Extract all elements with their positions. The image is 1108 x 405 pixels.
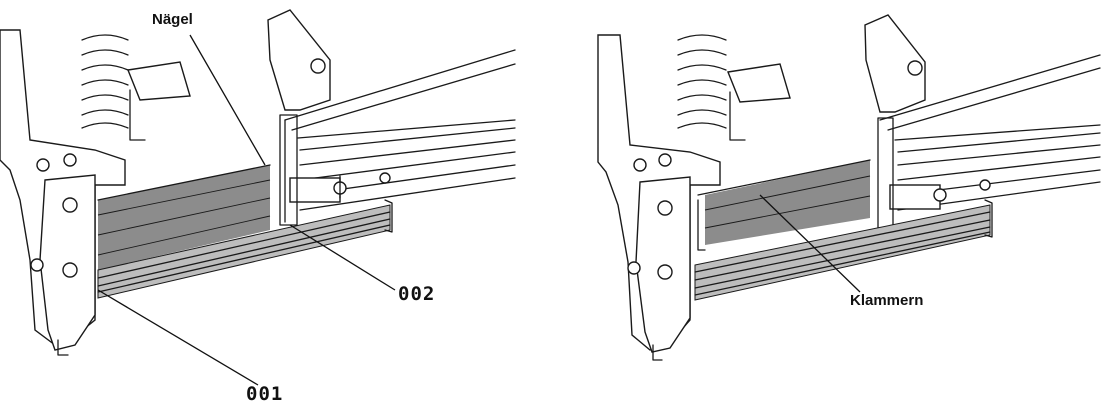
left-nail-strip	[97, 164, 271, 270]
right-body-housing	[597, 34, 721, 361]
leader-001	[97, 289, 259, 386]
left-lever	[127, 61, 191, 141]
left-body-housing	[0, 29, 126, 356]
left-spring	[81, 34, 129, 129]
right-staple-strip	[697, 159, 871, 251]
label-001: 001	[246, 383, 283, 405]
right-magazine-rail	[879, 54, 1101, 211]
label-naegel: Nägel	[152, 11, 193, 28]
leader-klammern	[759, 194, 861, 293]
left-upper-frame	[267, 9, 331, 226]
label-klammern: Klammern	[850, 292, 923, 309]
right-lower-rail	[694, 199, 993, 301]
leader-002	[289, 224, 396, 291]
right-spring	[677, 34, 727, 129]
leader-naegel	[189, 34, 266, 166]
left-panel: Nägel 002 001	[0, 9, 516, 405]
right-panel: Klammern	[597, 14, 1101, 361]
staples-block	[705, 160, 870, 245]
right-lever	[727, 63, 791, 141]
left-magazine-rail	[284, 49, 516, 211]
label-002: 002	[398, 283, 435, 305]
